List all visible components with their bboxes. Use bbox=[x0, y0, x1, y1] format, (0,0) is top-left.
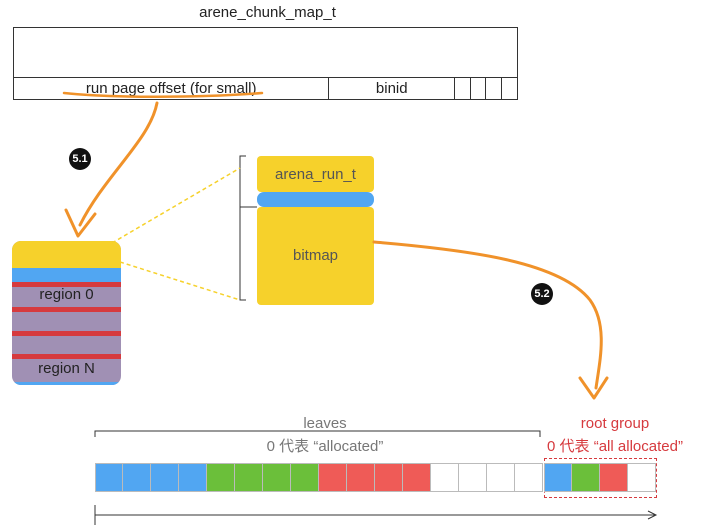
leaf-bit-cell bbox=[487, 463, 515, 492]
chunk-bitmap-strip bbox=[12, 268, 121, 282]
root-bit-cell bbox=[544, 463, 572, 492]
chunk-map-struct: run page offset (for small) binid bbox=[13, 27, 518, 100]
leaf-bit-cell bbox=[375, 463, 403, 492]
arrow-5-2-head bbox=[578, 376, 609, 400]
root-bit-cell bbox=[628, 463, 656, 492]
struct-title: arene_chunk_map_t bbox=[199, 4, 336, 21]
root-bit-cell bbox=[572, 463, 600, 492]
root-group-meaning: 0 代表 “all allocated” bbox=[547, 438, 683, 455]
step-badge-5-1: 5.1 bbox=[69, 148, 91, 170]
chunk-tail-strip bbox=[12, 382, 121, 385]
arena-run-bitmap: bitmap bbox=[257, 207, 374, 305]
arrow-5-2 bbox=[372, 240, 603, 390]
leaf-bit-cell bbox=[207, 463, 235, 492]
region-0-label: region 0 bbox=[39, 286, 94, 303]
leaf-bit-cell bbox=[459, 463, 487, 492]
region-separator bbox=[12, 331, 121, 336]
leaves-meaning: 0 代表 “allocated” bbox=[266, 438, 384, 455]
step-badge-5-2: 5.2 bbox=[531, 283, 553, 305]
run-page-offset-field: run page offset (for small) bbox=[14, 78, 330, 99]
root-bitmap bbox=[544, 463, 656, 492]
run-bracket bbox=[239, 155, 246, 301]
flag-field bbox=[486, 78, 502, 99]
region-separator bbox=[12, 282, 121, 287]
leaf-bit-cell bbox=[291, 463, 319, 492]
root-group-label: root group bbox=[580, 415, 650, 432]
leaf-bit-cell bbox=[403, 463, 431, 492]
axis-arrow-head bbox=[647, 510, 658, 520]
binid-field: binid bbox=[329, 78, 456, 99]
chunk-header bbox=[12, 241, 121, 268]
leaf-bit-cell bbox=[235, 463, 263, 492]
run-chunk: region 0 region N bbox=[12, 241, 121, 385]
region-n-label: region N bbox=[38, 360, 95, 377]
underline-stroke bbox=[62, 91, 264, 98]
dashed-guide-bottom bbox=[119, 261, 241, 301]
leaf-bit-cell bbox=[347, 463, 375, 492]
region-separator bbox=[12, 307, 121, 312]
region-separator bbox=[12, 354, 121, 359]
flag-field bbox=[471, 78, 487, 99]
leaf-bit-cell bbox=[95, 463, 123, 492]
dashed-guide-top bbox=[111, 167, 241, 244]
leaf-bit-cell bbox=[515, 463, 543, 492]
leaf-bit-cell bbox=[319, 463, 347, 492]
arena-run-header: arena_run_t bbox=[257, 156, 374, 192]
leaves-label: leaves bbox=[303, 415, 347, 432]
root-bit-cell bbox=[600, 463, 628, 492]
chunk-map-fields-row: run page offset (for small) binid bbox=[13, 77, 518, 100]
leaf-bitmap bbox=[95, 463, 543, 492]
arrow-5-1-head bbox=[64, 208, 97, 238]
leaf-bit-cell bbox=[263, 463, 291, 492]
arrow-5-1 bbox=[78, 101, 159, 227]
leaf-bit-cell bbox=[431, 463, 459, 492]
leaves-bracket bbox=[94, 430, 541, 437]
leaf-bit-cell bbox=[151, 463, 179, 492]
arena-run-strip bbox=[257, 192, 374, 207]
flag-field bbox=[455, 78, 471, 99]
leaf-bit-cell bbox=[179, 463, 207, 492]
leaf-bit-cell bbox=[123, 463, 151, 492]
